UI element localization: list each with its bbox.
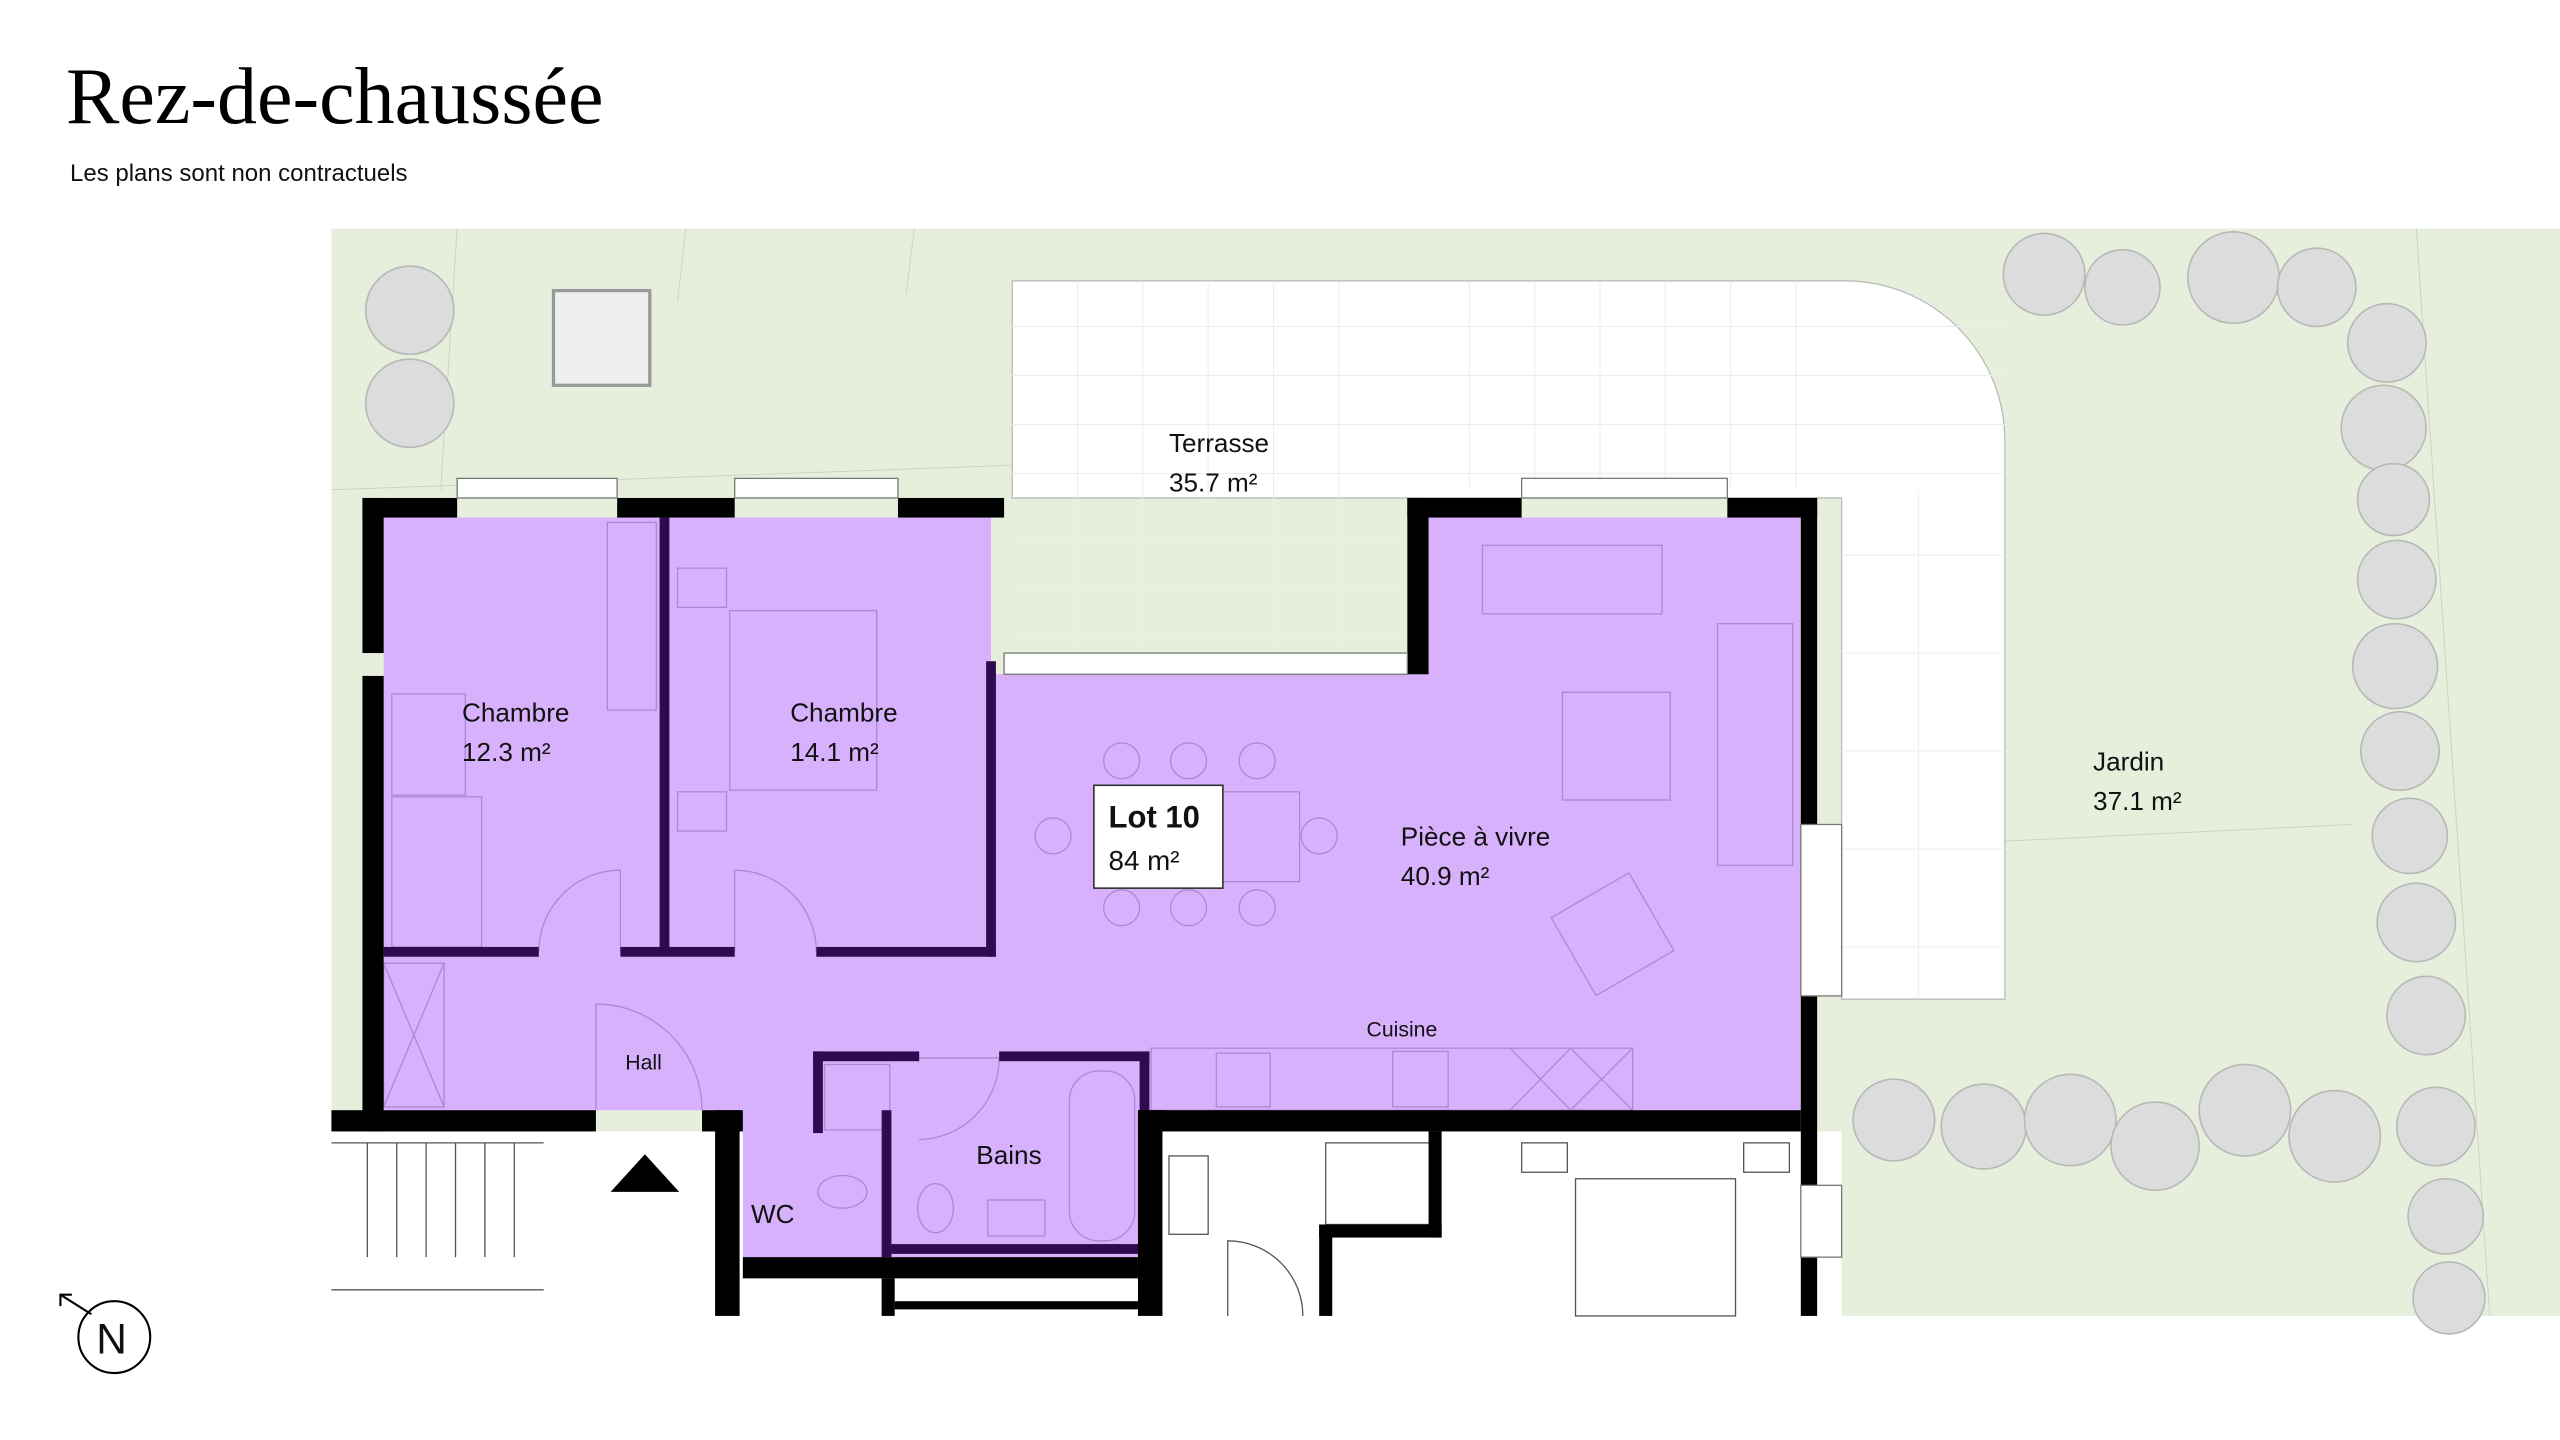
page-title: Rez-de-chaussée: [66, 53, 604, 141]
room-label-bains: Bains: [976, 1140, 1041, 1170]
terrace-area: [1011, 280, 2006, 1000]
svg-text:14.1 m²: 14.1 m²: [790, 737, 879, 767]
svg-text:Chambre: Chambre: [462, 698, 569, 728]
exterior-walls: [331, 497, 1818, 1316]
north-arrow-icon: N: [59, 1293, 152, 1375]
windows: [456, 477, 1843, 1258]
room-label-wc: WC: [751, 1199, 795, 1229]
room-label-terrasse: Terrasse 35.7 m²: [1169, 428, 1269, 497]
lot-name: Lot 10: [1109, 800, 1200, 835]
svg-text:Pièce à vivre: Pièce à vivre: [1401, 822, 1550, 852]
terrace-grid: [1012, 280, 2005, 1000]
svg-text:35.7 m²: 35.7 m²: [1169, 467, 1258, 497]
svg-text:Terrasse: Terrasse: [1169, 428, 1269, 458]
page-subtitle: Les plans sont non contractuels: [70, 160, 408, 187]
trees: [364, 231, 2486, 1335]
room-label-chambre-1: Chambre 12.3 m²: [462, 698, 569, 767]
interior-walls: [383, 517, 1150, 1258]
room-label-hall: Hall: [625, 1051, 662, 1074]
north-label: N: [96, 1315, 127, 1362]
svg-text:40.9 m²: 40.9 m²: [1401, 861, 1490, 891]
skylight: [551, 288, 652, 387]
entrance-arrow-icon: [610, 1154, 680, 1192]
lot-badge: Lot 10 84 m²: [1093, 784, 1224, 889]
svg-text:12.3 m²: 12.3 m²: [462, 737, 551, 767]
room-label-jardin: Jardin 37.1 m²: [2093, 747, 2182, 816]
furniture: [383, 521, 1794, 1242]
lot-area: 84 m²: [1109, 845, 1180, 876]
room-label-piece-a-vivre: Pièce à vivre 40.9 m²: [1401, 822, 1550, 891]
svg-text:Chambre: Chambre: [790, 698, 897, 728]
room-label-cuisine: Cuisine: [1367, 1019, 1438, 1042]
room-label-chambre-2: Chambre 14.1 m²: [790, 698, 897, 767]
svg-text:Jardin: Jardin: [2093, 747, 2164, 777]
lot-10-area: [383, 517, 1801, 1258]
svg-text:37.1 m²: 37.1 m²: [2093, 786, 2182, 816]
